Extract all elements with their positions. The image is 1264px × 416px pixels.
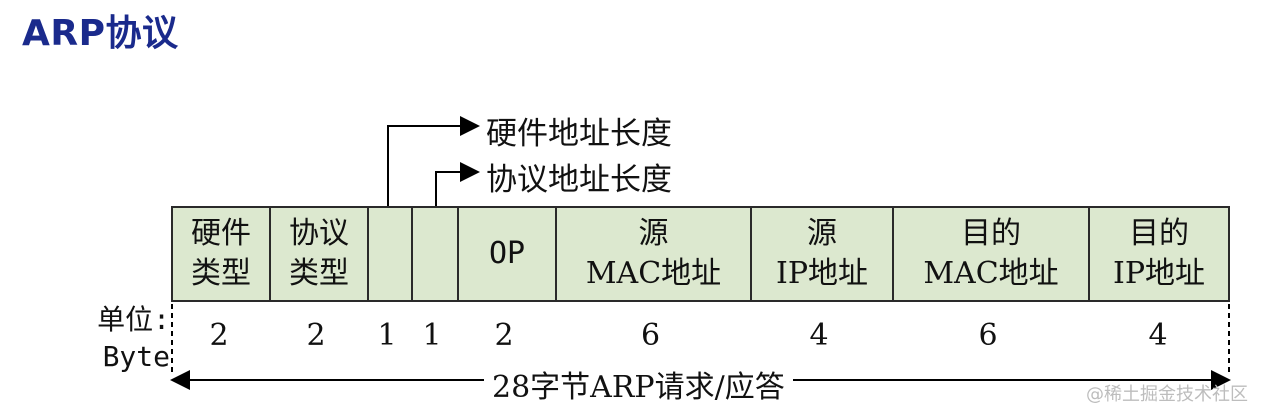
field-protocol-type-line2: 类型	[289, 256, 349, 291]
field-hardware-type: 硬件 类型	[173, 208, 269, 300]
field-protocol-type: 协议 类型	[269, 208, 367, 300]
size-dest-ip: 4	[1148, 318, 1168, 353]
field-source-mac-line1: 源	[638, 216, 669, 251]
hardware-addr-len-label: 硬件地址长度	[486, 116, 672, 152]
page-title: ARP协议	[22, 13, 179, 54]
field-source-ip: 源 IP地址	[750, 208, 892, 300]
protocol-addr-len-label: 协议地址长度	[486, 162, 672, 198]
arp-packet-fields: 硬件 类型 协议 类型 OP 源 MAC地址 源 IP地址 目的 MAC地址 目…	[171, 206, 1230, 302]
field-hardware-type-line1: 硬件	[191, 216, 251, 251]
field-dest-mac: 目的 MAC地址	[892, 208, 1088, 300]
size-dest-mac: 6	[978, 318, 998, 353]
field-op-text: OP	[488, 236, 526, 271]
size-hardware-type: 2	[209, 318, 229, 353]
field-source-mac-line2: MAC地址	[585, 256, 722, 291]
size-protocol-addr-len: 1	[422, 318, 442, 353]
field-sizes: 2 2 1 1 2 6 4 6 4	[171, 318, 1230, 358]
size-source-mac: 6	[640, 318, 661, 353]
unit-value: Byte	[102, 340, 170, 373]
field-source-mac: 源 MAC地址	[555, 208, 750, 300]
size-op: 2	[494, 318, 514, 353]
field-hardware-addr-len	[367, 208, 411, 300]
watermark: @稀土掘金技术社区	[1086, 384, 1248, 405]
field-dest-ip-line2: IP地址	[1112, 256, 1206, 291]
field-dest-ip-line1: 目的	[1129, 216, 1189, 251]
size-source-ip: 4	[809, 318, 829, 353]
field-dest-ip: 目的 IP地址	[1088, 208, 1228, 300]
field-op: OP	[457, 208, 555, 300]
size-protocol-type: 2	[306, 318, 326, 353]
field-protocol-addr-len	[411, 208, 457, 300]
size-hardware-addr-len: 1	[377, 318, 397, 353]
hardware-addr-len-leader	[387, 116, 480, 206]
protocol-addr-len-leader	[435, 162, 480, 206]
field-dest-mac-line2: MAC地址	[923, 256, 1059, 291]
field-hardware-type-line2: 类型	[191, 256, 251, 291]
unit-label: 单位:	[97, 303, 170, 336]
total-length-label: 28字节ARP请求/应答	[484, 362, 793, 406]
field-source-ip-line2: IP地址	[775, 256, 869, 291]
field-source-ip-line1: 源	[807, 216, 837, 251]
field-dest-mac-line1: 目的	[961, 216, 1021, 251]
field-protocol-type-line1: 协议	[289, 216, 349, 251]
